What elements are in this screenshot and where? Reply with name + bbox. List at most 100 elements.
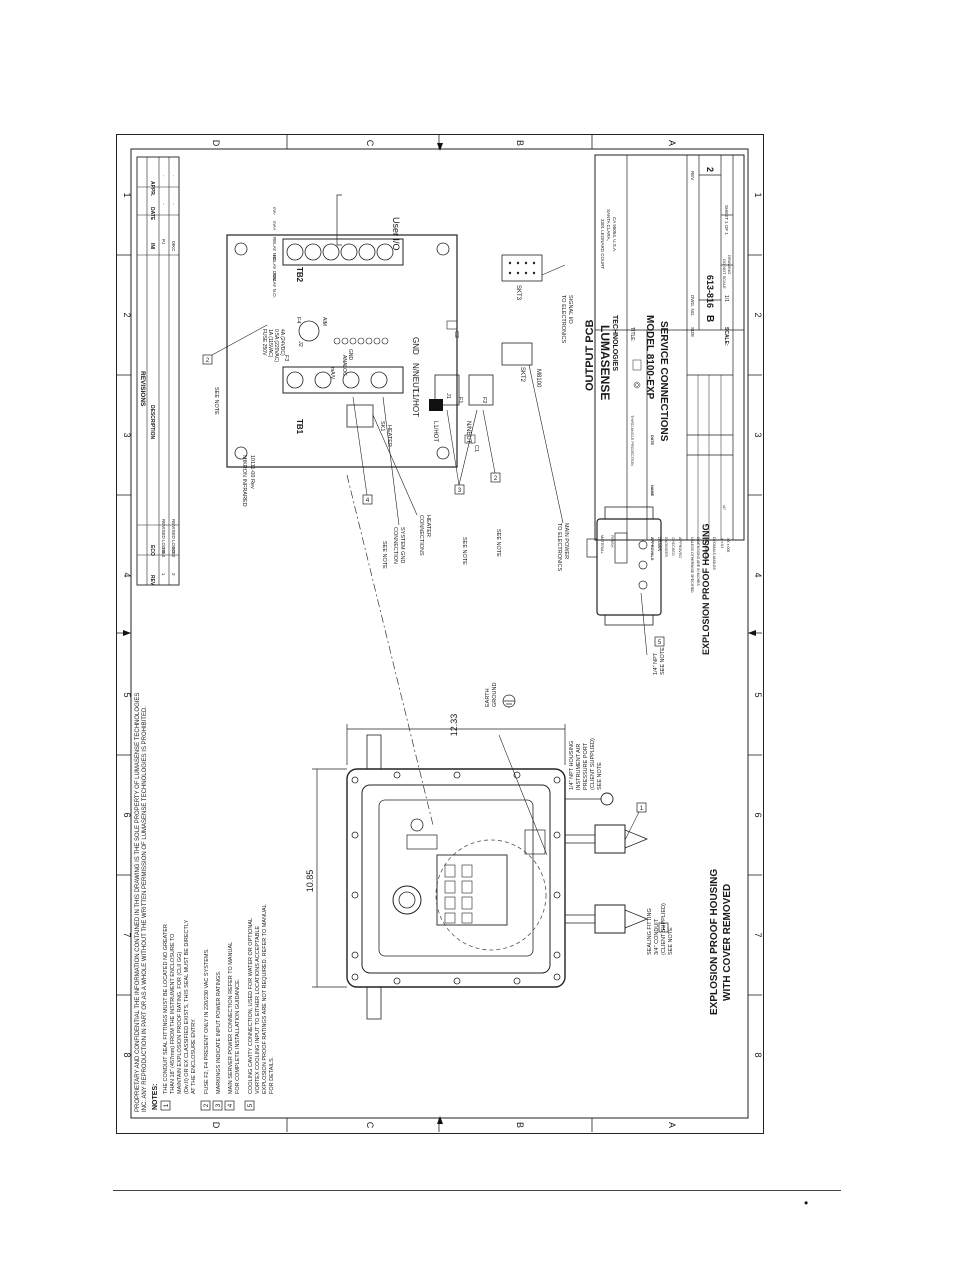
note-ref: 5: [658, 640, 662, 646]
svg-text:(CLIENT SUPPLIED): (CLIENT SUPPLIED): [590, 738, 596, 790]
zone-number: 8: [753, 1052, 762, 1057]
svg-text:INC. ANY REPRODUCTION IN PART: INC. ANY REPRODUCTION IN PART OR AS A WH…: [142, 706, 148, 1112]
svg-text:4: 4: [227, 1103, 234, 1107]
svg-text:INSTRUMENT AIR: INSTRUMENT AIR: [576, 744, 582, 790]
title-block: LUMASENSE TECHNOLOGIES 3301 LEONARD COUR…: [594, 154, 745, 593]
svg-text:SYSTEM GND: SYSTEM GND: [399, 527, 405, 563]
ma-v-label: mA/V: [329, 367, 335, 380]
zone-number: 2: [122, 312, 132, 317]
tb2-label: TB2: [295, 267, 304, 283]
svg-text:MAINTAIN EXPLOSION PROOF RATIN: MAINTAIN EXPLOSION PROOF RATING. FOR (CL…: [177, 952, 183, 1094]
svg-text:EXPLOSION PROOF HOUSING: EXPLOSION PROOF HOUSING: [709, 869, 720, 1015]
svg-text:1: 1: [163, 1103, 170, 1107]
output-pcb-label: OUTPUT PCB: [584, 319, 596, 391]
svg-text:THAN 18" (457mm) FROM THE INST: THAN 18" (457mm) FROM THE INSTRUMENT ENC…: [170, 933, 176, 1094]
svg-text:±1°: ±1°: [722, 505, 726, 511]
svg-text:3301 LEONARD COURT: 3301 LEONARD COURT: [600, 219, 605, 269]
svg-text:-: -: [171, 203, 176, 205]
c2-label: C2: [453, 331, 459, 338]
svg-text:ECO: ECO: [149, 545, 155, 556]
centering-arrows: [123, 143, 756, 1124]
svg-text:DIMENSIONS ARE IN INCHES: DIMENSIONS ARE IN INCHES: [696, 537, 700, 586]
zone-letter: C: [365, 140, 375, 147]
aim-label: AIM: [321, 317, 327, 326]
svg-text:DO NOT SCALE: DO NOT SCALE: [722, 259, 727, 289]
svg-text:DRAWN: DRAWN: [657, 537, 661, 551]
svg-text:9283: 9283: [171, 547, 176, 558]
svg-text:REVISED LOGO: REVISED LOGO: [171, 519, 176, 554]
svg-text:WITH COVER REMOVED: WITH COVER REMOVED: [722, 884, 733, 1001]
system-gnd-label: SYSTEM GND CONNECTION: [392, 527, 405, 564]
relay-label: RELAY N.C.: [272, 237, 277, 262]
main-power-label: MAIN POWER TO ELECTRONICS: [556, 523, 569, 572]
relay-label: RELAY COM: [272, 255, 277, 281]
svg-text:FOR DETAILS.: FOR DETAILS.: [269, 1056, 275, 1094]
svg-text:EXPLOSION PROOF RATINGS ARE NO: EXPLOSION PROOF RATINGS ARE NOT REQUIRED…: [262, 904, 268, 1094]
svg-text:MARKINGS INDICATE INPUT POWER: MARKINGS INDICATE INPUT POWER RATINGS.: [216, 970, 222, 1094]
svg-text:DATE: DATE: [149, 207, 155, 221]
note-ref: 2: [206, 358, 210, 364]
svg-text:(Div.II) OR EX CLASSIFIED EXIS: (Div.II) OR EX CLASSIFIED EXISTS, THIS S…: [184, 919, 190, 1094]
gnd-label: GND: [411, 337, 420, 355]
note-ref: 4: [366, 498, 370, 504]
svg-text:THIRD ANGLE PROJECTION: THIRD ANGLE PROJECTION: [630, 415, 634, 466]
fuse-rating: FUSE 250V: [261, 329, 267, 356]
drawing-frame: 1 2 3 4 5 6 7 8 1 2 3 4 5 6 7 8 D C B A …: [116, 134, 764, 1134]
svg-text:1: 1: [161, 573, 166, 576]
svg-text:SCALE:: SCALE:: [723, 327, 729, 346]
see-note-label: SEE NOTE: [461, 537, 467, 565]
heater-label: HEATER: [386, 425, 392, 447]
svg-text:2: 2: [171, 573, 176, 576]
c1-label: C1: [473, 445, 479, 452]
l1-hot-label: L1/HOT: [411, 389, 420, 417]
footer-bullet: •: [804, 1196, 809, 1210]
f4-label: F4: [295, 317, 301, 323]
zone-letter: A: [667, 140, 677, 146]
zone-letter: A: [667, 1122, 677, 1128]
l1hot-small: L1/HOT: [432, 421, 438, 442]
svg-text:3: 3: [215, 1103, 222, 1107]
svg-text:SEALING FITTING: SEALING FITTING: [647, 908, 653, 955]
svg-text:COOLING CAVITY CONNECTION, USE: COOLING CAVITY CONNECTION, USED FOR WATE…: [248, 918, 254, 1094]
f3-label: F3: [283, 355, 289, 361]
mikron-label: MIKRON INFRARED: [241, 455, 247, 507]
output-pcb: [226, 234, 543, 468]
dim-height: 10.85: [305, 870, 315, 893]
svg-text:THE CONDUIT SEAL FITTINGS MUST: THE CONDUIT SEAL FITTINGS MUST BE LOCATE…: [163, 924, 169, 1094]
dimension-lines: [312, 724, 566, 988]
note-ref: 1: [640, 806, 644, 812]
skt2-label: SKT2: [519, 367, 525, 383]
part-no-label: 10111-00 Rev: [249, 455, 255, 489]
relay-label: mA-: [272, 207, 277, 216]
svg-text:PROPRIETARY AND CONFIDENTIAL T: PROPRIETARY AND CONFIDENTIAL THE INFORMA…: [135, 693, 141, 1112]
svg-text:TITLE:: TITLE:: [629, 327, 635, 342]
f1-label: F1: [457, 397, 463, 403]
svg-text:5: 5: [247, 1103, 254, 1107]
npt-quarter-label: 1/4" NPT SEE NOTE: [653, 647, 666, 675]
svg-text:UNLESS OTHERWISE SPECIFIED: UNLESS OTHERWISE SPECIFIED: [690, 537, 694, 593]
svg-text:WKC: WKC: [171, 241, 176, 252]
svg-text:DWG. NO.: DWG. NO.: [690, 295, 695, 317]
see-note-label: SEE NOTE: [381, 541, 387, 569]
j1-label: J1: [445, 393, 451, 399]
housing-cover-title: EXPLOSION PROOF HOUSING WITH COVER REMOV…: [709, 869, 733, 1015]
svg-text:-: -: [161, 203, 166, 205]
revision-number: 2: [705, 167, 715, 172]
zone-number: 6: [122, 812, 132, 817]
housing-cover-removed-view: [346, 734, 649, 1020]
zone-letter: B: [515, 140, 525, 146]
svg-text:PRESSURE PORT: PRESSURE PORT: [583, 742, 589, 790]
svg-text:GROUND: GROUND: [492, 683, 498, 707]
zone-number: 4: [753, 572, 762, 577]
sk1-label: SK1: [379, 421, 385, 431]
housing-side-view: [586, 506, 662, 626]
svg-text:-: -: [171, 175, 176, 177]
svg-text:APPR.: APPR.: [149, 181, 155, 197]
zone-number: 4: [122, 572, 132, 577]
footer-rule: [113, 1190, 841, 1191]
dim-width: 12.33: [449, 714, 459, 737]
svg-text:SANTA CLARA,: SANTA CLARA,: [606, 209, 611, 241]
proprietary-notice: PROPRIETARY AND CONFIDENTIAL THE INFORMA…: [135, 693, 148, 1112]
detail-leader: [346, 474, 434, 826]
zone-number: 8: [122, 1052, 132, 1057]
